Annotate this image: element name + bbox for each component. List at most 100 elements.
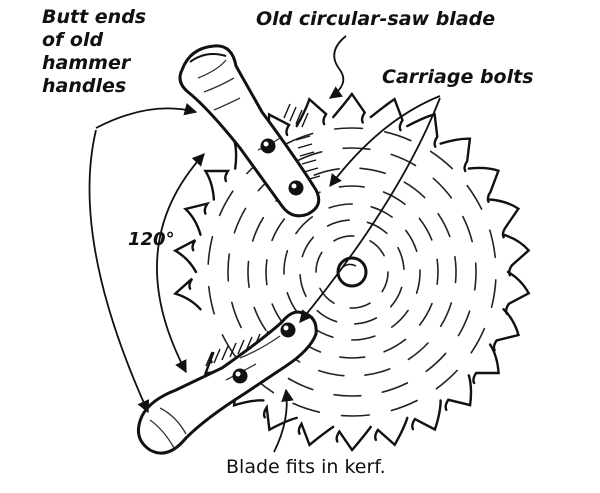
saw-tooth [203, 169, 231, 201]
saw-tooth [502, 233, 531, 277]
label-angle: 120° [128, 229, 175, 250]
hatch-arc [319, 287, 335, 304]
hatch-arc [265, 259, 268, 286]
hatch-arc [333, 235, 355, 242]
hatch-arc [405, 229, 418, 252]
arrow-butt-lower [88, 129, 150, 414]
hatch-arc [429, 150, 454, 170]
arrow-carriage-bolt-upper [329, 95, 441, 188]
hatch-arc [287, 377, 314, 391]
hatch-arc [407, 342, 429, 361]
saw-tooth [369, 97, 404, 132]
upper-hammer-handle [178, 44, 321, 218]
hatch-arc [251, 216, 265, 242]
hatch-arc [301, 236, 315, 258]
leader-lines [88, 35, 441, 453]
arrow-butt-upper [95, 103, 198, 129]
hatch-arc [381, 382, 409, 393]
hatch-arc [318, 369, 345, 377]
hatch-arc [390, 399, 418, 412]
hatch-arc [415, 269, 421, 294]
hatch-arc [334, 127, 364, 130]
hatch-arc [457, 310, 471, 337]
carriage-bolt-lower-1 [280, 322, 296, 338]
hatch-arc [439, 302, 453, 328]
hatch-arc [286, 292, 299, 315]
saw-tooth [411, 399, 442, 432]
hatch-arc [470, 327, 486, 354]
hatch-arc [466, 184, 483, 210]
saw-tooth [492, 308, 520, 352]
label-butt-ends-line-3: hammer [42, 52, 131, 74]
label-kerf: Blade fits in kerf. [226, 456, 386, 478]
hatch-arc [292, 402, 321, 413]
hatch-arc [283, 250, 289, 275]
hatch-arc [349, 302, 371, 309]
saw-tooth [406, 112, 439, 148]
saw-tooth [183, 201, 211, 236]
saw-tooth [297, 421, 335, 447]
hatch-arc [333, 393, 362, 397]
hatch-arc [397, 246, 405, 270]
hatch-arc [253, 306, 267, 332]
hatch-arc [313, 168, 340, 176]
hatch-arc [381, 271, 389, 293]
saw-tooth [332, 91, 367, 124]
saw-tooth [444, 374, 473, 411]
arbor-hole [336, 256, 368, 288]
hatch-arc [369, 240, 385, 257]
hatch-arc [454, 256, 457, 284]
hatch-arc [425, 352, 447, 373]
saw-tooth [488, 198, 521, 239]
saw-tooth [504, 270, 531, 315]
label-saw-blade: Old circular-saw blade [256, 8, 496, 30]
label-butt-ends-line-1: Butt ends [42, 6, 147, 28]
hatch-arc [364, 368, 391, 376]
blade-hatching [207, 127, 497, 417]
hatch-arc [437, 212, 451, 238]
hatch-arc [390, 153, 417, 167]
hatch-arc [366, 221, 388, 235]
saw-tooth [374, 416, 409, 447]
hatch-arc [208, 285, 215, 315]
hatch-arc [316, 309, 338, 323]
lower-hammer-handle [136, 310, 318, 455]
hatch-arc [338, 185, 365, 188]
hatch-arc [354, 317, 378, 325]
hatch-arc [382, 191, 406, 206]
saw-tooth [295, 97, 328, 128]
angle-arc [156, 153, 205, 374]
hatch-arc [383, 338, 407, 353]
hatch-arc [473, 262, 477, 291]
hatch-arc [383, 131, 412, 142]
hatch-arc [340, 414, 370, 417]
hatch-arc [271, 218, 286, 242]
label-carriage-bolts: Carriage bolts [382, 66, 534, 88]
hatch-arc [326, 219, 350, 227]
hatch-arc [247, 260, 250, 288]
arrow-saw-blade [328, 35, 347, 99]
saw-tooth [172, 239, 198, 274]
hatch-arc [490, 279, 497, 308]
hatch-arc [432, 177, 453, 199]
hatch-arc [462, 215, 473, 243]
hatch-arc [351, 335, 376, 341]
saw-tooth [335, 425, 372, 452]
label-butt-ends-line-2: of old [42, 29, 104, 51]
hatch-arc [436, 258, 439, 285]
hatch-arc [435, 369, 458, 390]
hatch-arc [403, 181, 426, 199]
saw-tooth [472, 343, 500, 385]
label-butt-ends: Butt ends of old hammer handles [42, 6, 146, 98]
saw-tooth [262, 403, 298, 432]
saw-tooth [467, 166, 500, 203]
arrow-kerf [273, 388, 294, 453]
hatch-arc [342, 147, 371, 151]
hatch-arc [233, 207, 247, 234]
hatch-arc [389, 286, 403, 308]
hatch-arc [207, 236, 214, 265]
carriage-bolt-lower-2 [232, 368, 248, 384]
arrow-carriage-bolt-lower [299, 97, 441, 323]
carriage-bolt-upper-2 [288, 180, 304, 196]
